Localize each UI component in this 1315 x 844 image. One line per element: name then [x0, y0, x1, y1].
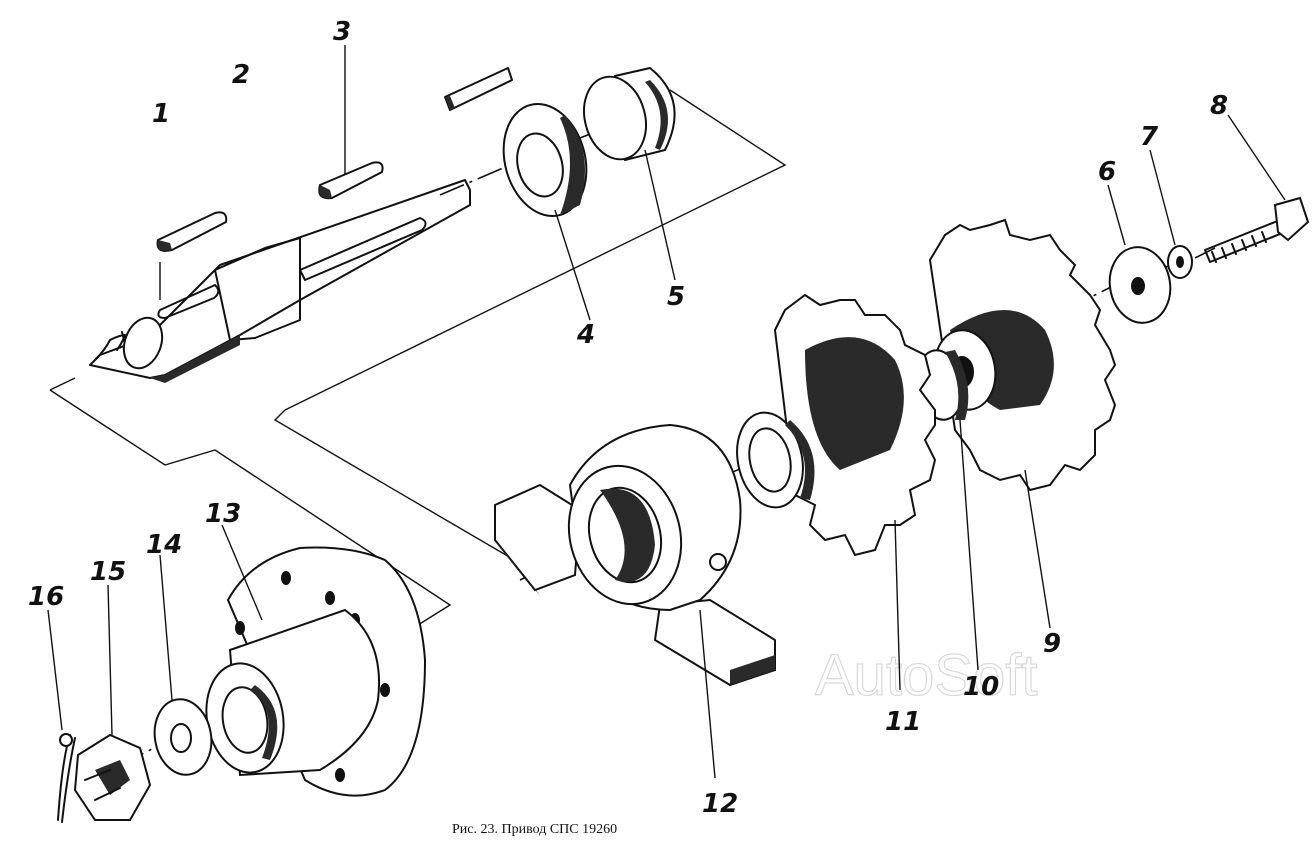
key-small — [444, 67, 513, 111]
spacer-ring-part-4 — [502, 102, 591, 321]
callout-5: 5 — [667, 282, 685, 312]
bearing-housing-part-12 — [494, 423, 776, 779]
castle-nut-part-15 — [73, 584, 152, 821]
callout-9: 9 — [1043, 629, 1061, 659]
flange-hub-part-13 — [205, 524, 427, 797]
callout-13: 13 — [205, 499, 241, 529]
callout-1: 1 — [152, 99, 170, 129]
callout-labels: 1 2 3 4 5 6 7 8 9 10 11 12 13 14 15 16 — [28, 17, 1228, 819]
key-part-3 — [318, 45, 384, 200]
callout-7: 7 — [1140, 122, 1159, 152]
callout-14: 14 — [146, 530, 182, 560]
callout-11: 11 — [885, 707, 921, 737]
callout-16: 16 — [28, 582, 64, 612]
callout-15: 15 — [90, 557, 126, 587]
callout-8: 8 — [1210, 91, 1228, 121]
key-part-1 — [156, 211, 228, 300]
lock-washer-part-7 — [1149, 149, 1193, 279]
figure-caption: Рис. 23. Привод СПС 19260 — [452, 822, 617, 837]
callout-12: 12 — [702, 789, 738, 819]
washer-part-6 — [1107, 184, 1172, 324]
callout-6: 6 — [1098, 157, 1116, 187]
bolt-part-8 — [1204, 114, 1310, 263]
bushing-part-5 — [583, 67, 676, 281]
callout-4: 4 — [576, 320, 595, 350]
callout-3: 3 — [333, 17, 351, 47]
callout-2: 2 — [232, 60, 250, 90]
cotter-pin-part-16 — [47, 609, 76, 823]
sprocket-part-11 — [736, 293, 937, 691]
washer-part-14 — [153, 554, 213, 776]
watermark: AutoSoft — [815, 643, 1037, 708]
shaft-part-2 — [89, 179, 471, 383]
callout-10: 10 — [963, 672, 999, 702]
sprocket-part-9 — [928, 218, 1117, 629]
